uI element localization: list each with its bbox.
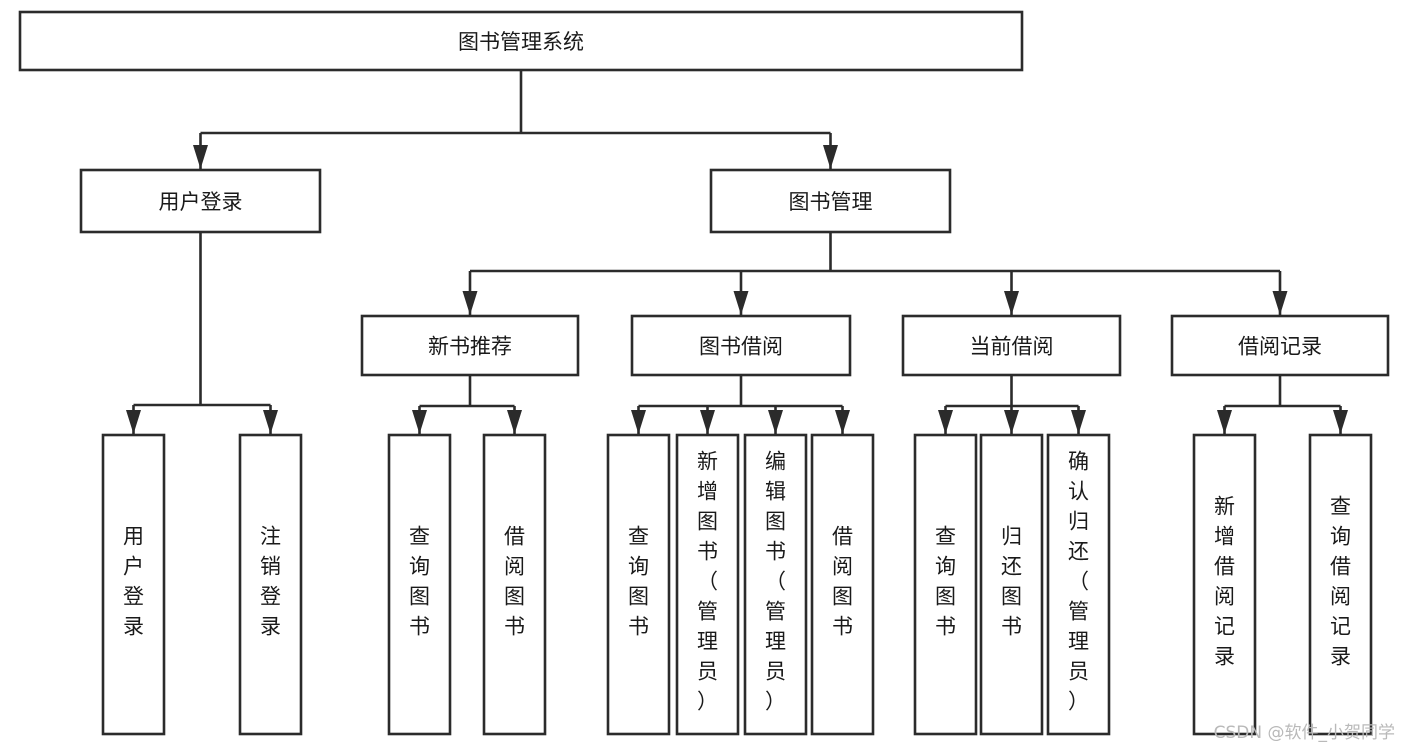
arrow-icon-book-borrow [733,291,749,315]
node-box-book-manage [709,168,952,234]
node-label-leaf-edit-book: 编辑图书（管理员） [765,450,786,714]
node-box-leaf-borrow-book-1 [482,433,547,736]
node-current-borrow[interactable]: 当前借阅 [901,314,1122,377]
node-leaf-confirm-return[interactable]: 确认归还（管理员） [1046,433,1111,736]
arrow-icon-new-book-recommend [462,291,478,315]
node-box-leaf-borrow-book-2 [810,433,875,736]
node-box-new-book-recommend [360,314,580,377]
node-borrow-record[interactable]: 借阅记录 [1170,314,1390,377]
arrow-icon-leaf-return-book [1004,410,1019,434]
node-box-leaf-query-book-2 [606,433,671,736]
node-leaf-logout[interactable]: 注销登录 [238,433,303,736]
node-label-root: 图书管理系统 [458,30,584,54]
arrow-icon-leaf-logout [263,410,278,434]
node-box-leaf-add-book [675,433,740,736]
arrow-icon-user-login [193,145,208,169]
node-leaf-add-record[interactable]: 新增借阅记录 [1192,433,1257,736]
node-box-leaf-query-book-1 [387,433,452,736]
arrow-icon-leaf-query-book-2 [631,410,646,434]
node-box-leaf-query-book-3 [913,433,978,736]
arrow-icon-leaf-confirm-return [1071,410,1086,434]
node-box-current-borrow [901,314,1122,377]
node-box-leaf-edit-book [743,433,808,736]
node-leaf-add-book[interactable]: 新增图书（管理员） [675,433,740,736]
node-box-borrow-record [1170,314,1390,377]
node-label-leaf-query-book-2: 查询图书 [628,525,649,639]
node-label-leaf-query-record: 查询借阅记录 [1330,495,1351,669]
node-leaf-edit-book[interactable]: 编辑图书（管理员） [743,433,808,736]
arrow-icon-leaf-user-login [126,410,141,434]
node-label-book-borrow: 图书借阅 [699,335,783,359]
node-new-book-recommend[interactable]: 新书推荐 [360,314,580,377]
node-box-leaf-user-login [101,433,166,736]
node-root[interactable]: 图书管理系统 [18,10,1024,72]
node-box-leaf-confirm-return [1046,433,1111,736]
arrow-icon-leaf-query-book-3 [938,410,953,434]
node-label-leaf-add-record: 新增借阅记录 [1214,495,1235,669]
csdn-watermark: CSDN @软件_小贺同学 [1213,723,1395,743]
node-label-leaf-borrow-book-1: 借阅图书 [504,525,525,639]
node-label-current-borrow: 当前借阅 [970,335,1054,359]
node-leaf-query-book-2[interactable]: 查询图书 [606,433,671,736]
node-book-manage[interactable]: 图书管理 [709,168,952,234]
node-label-leaf-borrow-book-2: 借阅图书 [832,525,853,639]
node-label-borrow-record: 借阅记录 [1238,335,1322,359]
arrow-icon-leaf-add-record [1217,410,1232,434]
arrow-icon-leaf-query-book-1 [412,410,427,434]
node-label-leaf-confirm-return: 确认归还（管理员） [1068,450,1089,714]
node-box-user-login [79,168,322,234]
node-user-login[interactable]: 用户登录 [79,168,322,234]
node-leaf-borrow-book-1[interactable]: 借阅图书 [482,433,547,736]
node-label-leaf-logout: 注销登录 [260,525,281,639]
arrow-icon-leaf-edit-book [768,410,783,434]
node-box-leaf-add-record [1192,433,1257,736]
node-box-leaf-return-book [979,433,1044,736]
arrow-icon-leaf-query-record [1333,410,1348,434]
node-leaf-return-book[interactable]: 归还图书 [979,433,1044,736]
arrow-icon-book-manage [823,145,838,169]
arrow-icon-current-borrow [1004,291,1019,315]
node-box-book-borrow [630,314,852,377]
arrow-icon-borrow-record [1272,291,1288,315]
node-box-leaf-logout [238,433,303,736]
node-leaf-query-book-3[interactable]: 查询图书 [913,433,978,736]
node-label-leaf-query-book-3: 查询图书 [935,525,956,639]
arrow-icon-leaf-borrow-book-1 [507,410,522,434]
node-label-new-book-recommend: 新书推荐 [428,335,512,359]
node-box-root [18,10,1024,72]
node-leaf-query-record[interactable]: 查询借阅记录 [1308,433,1373,736]
connectors-layer [126,70,1348,434]
node-book-borrow[interactable]: 图书借阅 [630,314,852,377]
node-box-leaf-query-record [1308,433,1373,736]
node-label-leaf-add-book: 新增图书（管理员） [697,450,718,714]
node-label-book-manage: 图书管理 [789,190,873,214]
node-label-leaf-user-login: 用户登录 [123,525,144,639]
node-label-leaf-return-book: 归还图书 [1001,525,1022,639]
arrow-icon-leaf-borrow-book-2 [835,410,850,434]
node-label-user-login: 用户登录 [159,190,243,214]
nodes-layer: 图书管理系统用户登录图书管理新书推荐图书借阅当前借阅借阅记录用户登录注销登录查询… [18,10,1390,736]
arrow-icon-leaf-add-book [700,410,715,434]
node-leaf-query-book-1[interactable]: 查询图书 [387,433,452,736]
node-leaf-user-login[interactable]: 用户登录 [101,433,166,736]
node-label-leaf-query-book-1: 查询图书 [409,525,430,639]
node-leaf-borrow-book-2[interactable]: 借阅图书 [810,433,875,736]
